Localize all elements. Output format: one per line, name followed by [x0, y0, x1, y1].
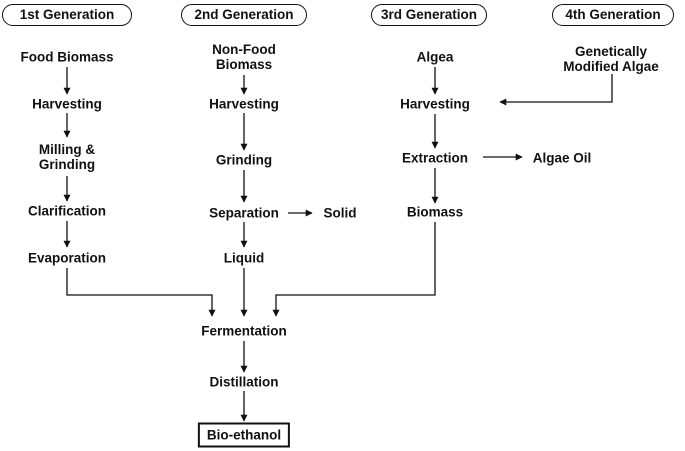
node-fermentation: Fermentation — [201, 323, 287, 339]
node-clarification: Clarification — [27, 203, 107, 219]
node-bio-ethanol: Bio-ethanol — [197, 422, 291, 448]
header-2nd-generation: 2nd Generation — [181, 4, 307, 26]
arrow-gen1-evaporation-to-fermentation — [66, 268, 216, 317]
node-distillation: Distillation — [209, 374, 279, 390]
arrow-gen4-to-gen3-harvesting — [499, 74, 613, 106]
node-milling-grinding: Milling & Grinding — [38, 142, 96, 172]
node-solid: Solid — [323, 205, 357, 221]
header-4th-generation: 4th Generation — [552, 4, 674, 26]
node-algae-oil: Algae Oil — [532, 150, 592, 166]
node-food-biomass: Food Biomass — [20, 49, 114, 65]
node-liquid: Liquid — [223, 250, 265, 266]
node-extraction: Extraction — [401, 150, 469, 166]
node-separation: Separation — [209, 205, 279, 221]
node-gen3-harvesting: Harvesting — [400, 96, 470, 112]
node-gen3-biomass: Biomass — [406, 204, 464, 220]
arrow-gen3-biomass-to-fermentation — [272, 222, 436, 317]
node-gen2-harvesting: Harvesting — [209, 96, 279, 112]
node-gen1-harvesting: Harvesting — [32, 96, 102, 112]
node-genetically-modified-algae: Genetically Modified Algae — [563, 44, 659, 74]
header-1st-generation: 1st Generation — [2, 4, 132, 26]
header-3rd-generation: 3rd Generation — [371, 4, 487, 26]
node-grinding: Grinding — [215, 152, 273, 168]
node-algea: Algea — [416, 49, 454, 65]
node-evaporation: Evaporation — [27, 250, 107, 266]
node-non-food-biomass: Non-Food Biomass — [212, 42, 276, 72]
